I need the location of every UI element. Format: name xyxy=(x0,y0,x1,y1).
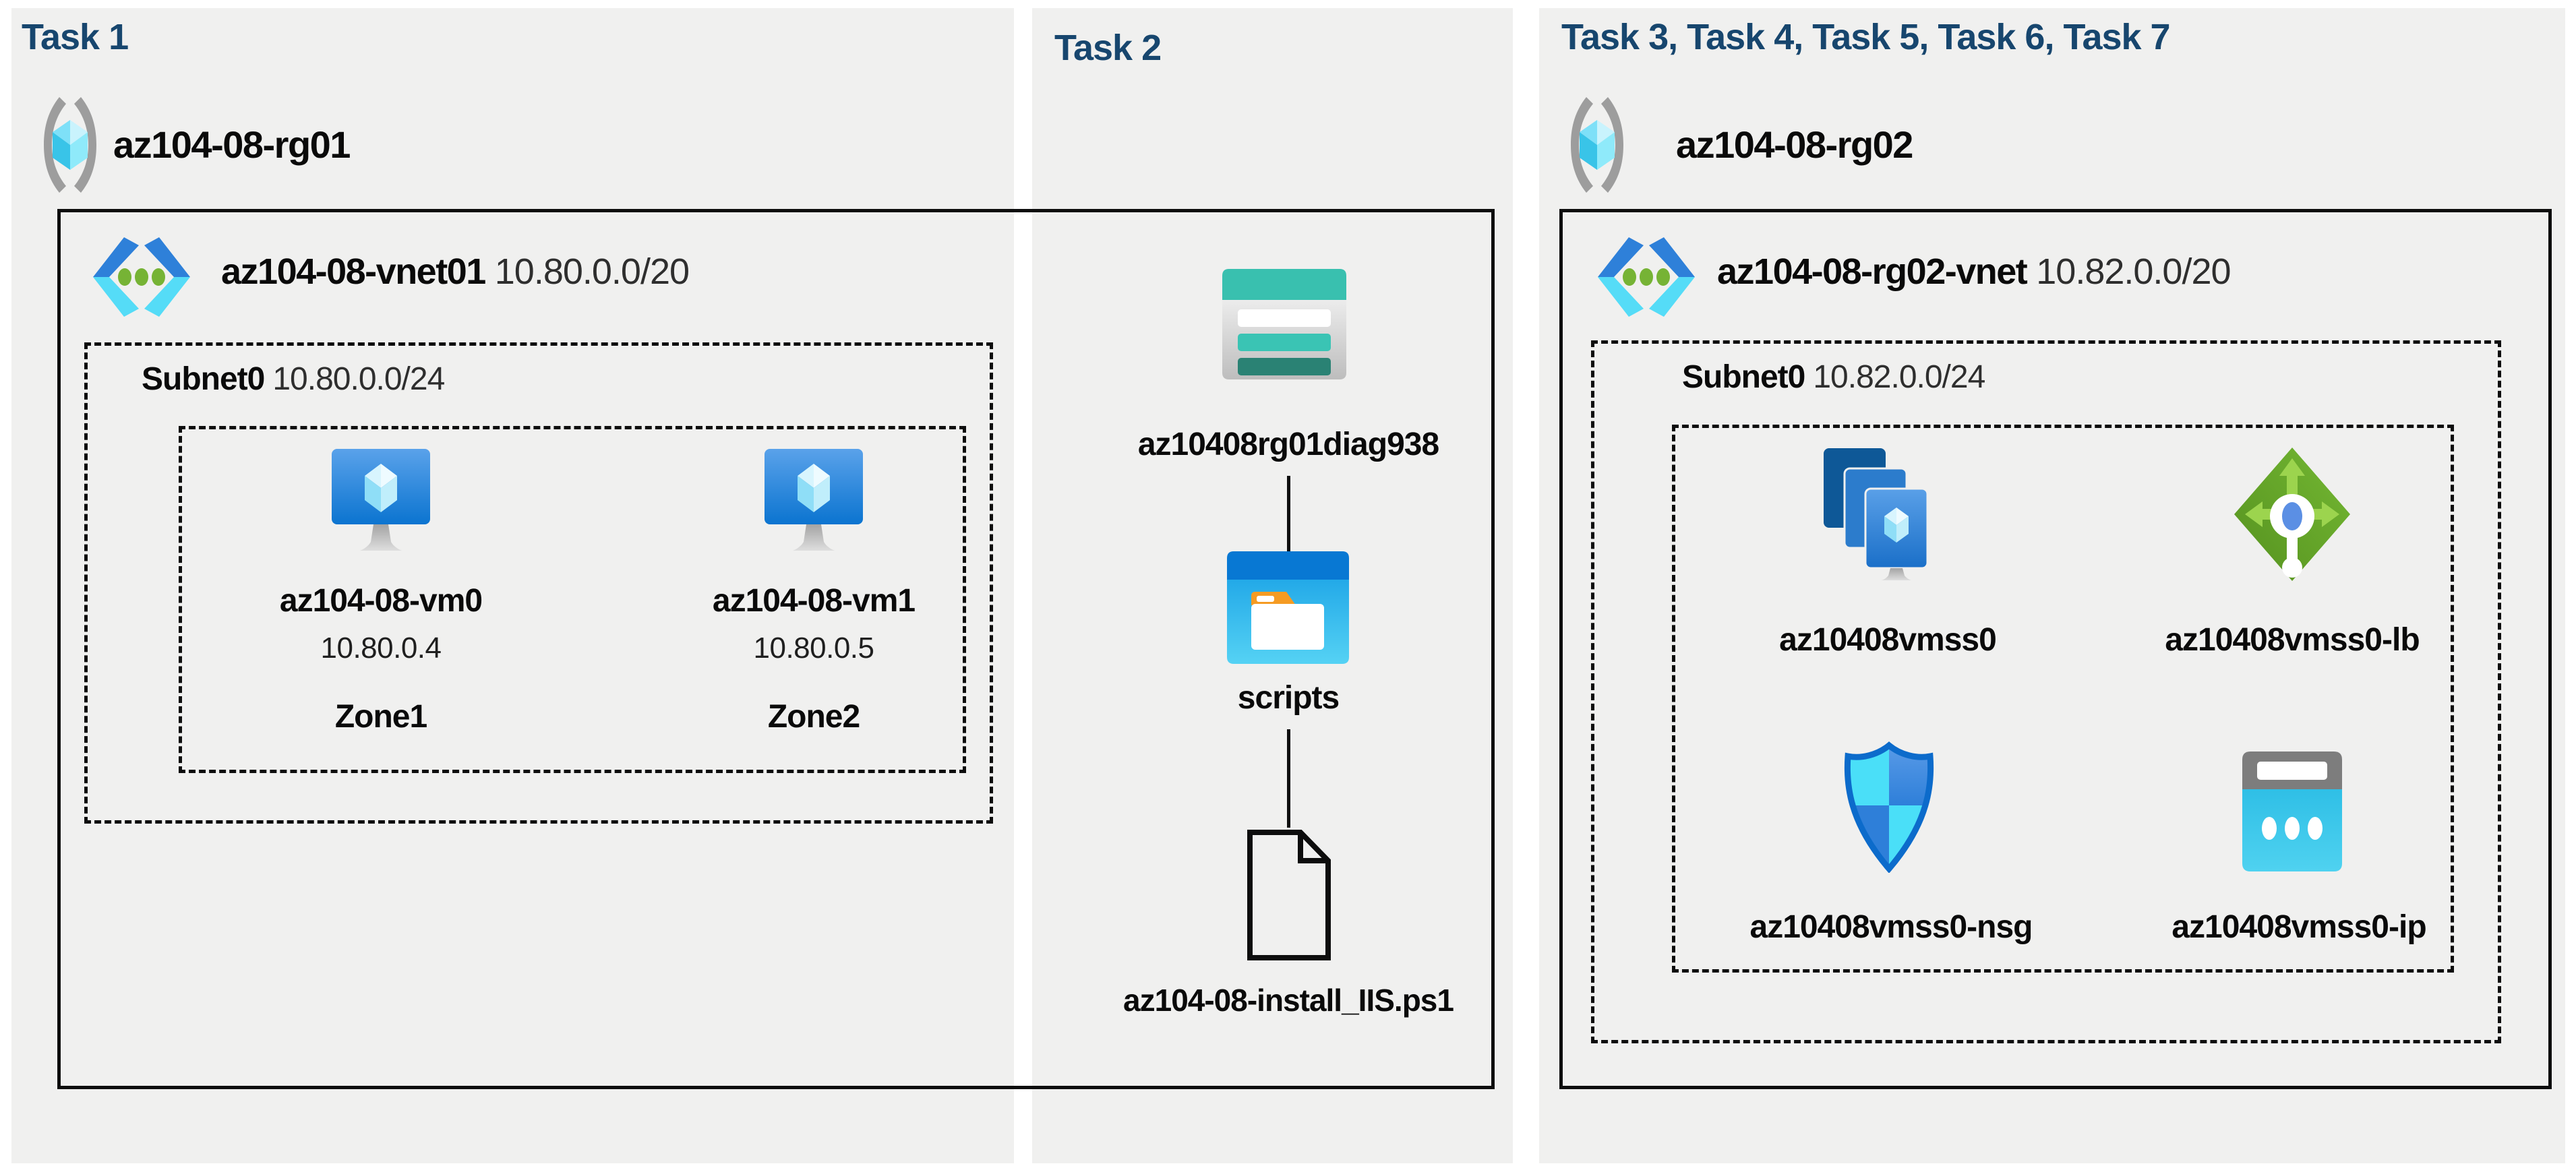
subnet0-rg01-box xyxy=(84,342,993,824)
vm-ip: 10.80.0.5 xyxy=(753,632,875,665)
connector-line xyxy=(1287,476,1290,551)
blob-container-folder-icon xyxy=(1227,551,1349,664)
vnet-cidr: 10.82.0.0/20 xyxy=(2036,251,2231,292)
vnet-name: az104-08-vnet01 xyxy=(221,251,486,292)
public-ip-icon xyxy=(2242,751,2342,871)
task3-title: Task 3, Task 4, Task 5, Task 6, Task 7 xyxy=(1561,17,2171,57)
resource-group-name: az104-08-rg02 xyxy=(1676,123,1913,166)
resource-group-name: az104-08-rg01 xyxy=(113,123,351,166)
virtual-network-icon xyxy=(1598,237,1695,317)
vm-name: az104-08-vm1 xyxy=(712,583,916,619)
connector-line xyxy=(1287,729,1290,828)
vnet01-boundary-box xyxy=(57,209,1495,1089)
virtual-machine-icon xyxy=(765,449,863,551)
resource-group-icon xyxy=(44,97,96,193)
vmss-name: az10408vmss0 xyxy=(1779,622,1997,658)
load-balancer-name: az10408vmss0-lb xyxy=(2165,622,2420,658)
subnet-name: Subnet0 xyxy=(142,361,265,397)
task1-panel xyxy=(11,8,1014,1163)
subnet0-rg02-box xyxy=(1591,340,2501,1043)
vnet-cidr: 10.80.0.0/20 xyxy=(494,251,690,292)
task2-title: Task 2 xyxy=(1054,28,1162,68)
subnet-cidr: 10.80.0.0/24 xyxy=(272,361,445,397)
virtual-network-icon xyxy=(93,237,190,317)
subnet-name: Subnet0 xyxy=(1682,359,1805,395)
public-ip-name: az10408vmss0-ip xyxy=(2171,909,2426,945)
task1-title: Task 1 xyxy=(22,17,129,57)
vnet-name: az104-08-rg02-vnet xyxy=(1717,251,2028,292)
vm-scale-set-icon xyxy=(1824,448,1929,580)
container-name: scripts xyxy=(1237,680,1340,716)
vnet02-boundary-box xyxy=(1559,209,2552,1089)
vm-zone: Zone1 xyxy=(334,699,427,735)
script-file-name: az104-08-install_IIS.ps1 xyxy=(1123,983,1454,1018)
subnet-cidr: 10.82.0.0/24 xyxy=(1813,359,1985,395)
resource-group-icon xyxy=(1571,97,1623,193)
vm-name: az104-08-vm0 xyxy=(279,583,483,619)
vm-ip: 10.80.0.4 xyxy=(320,632,442,665)
network-security-group-icon xyxy=(1844,741,1934,873)
virtual-machine-icon xyxy=(332,449,430,551)
availability-zones-box xyxy=(179,426,966,773)
storage-account-icon xyxy=(1222,269,1346,379)
vmss-resources-box xyxy=(1672,425,2454,973)
nsg-name: az10408vmss0-nsg xyxy=(1749,909,2033,945)
storage-account-name: az10408rg01diag938 xyxy=(1137,427,1439,462)
vm-zone: Zone2 xyxy=(767,699,860,735)
load-balancer-icon xyxy=(2234,448,2350,581)
script-file-icon xyxy=(1247,830,1331,960)
